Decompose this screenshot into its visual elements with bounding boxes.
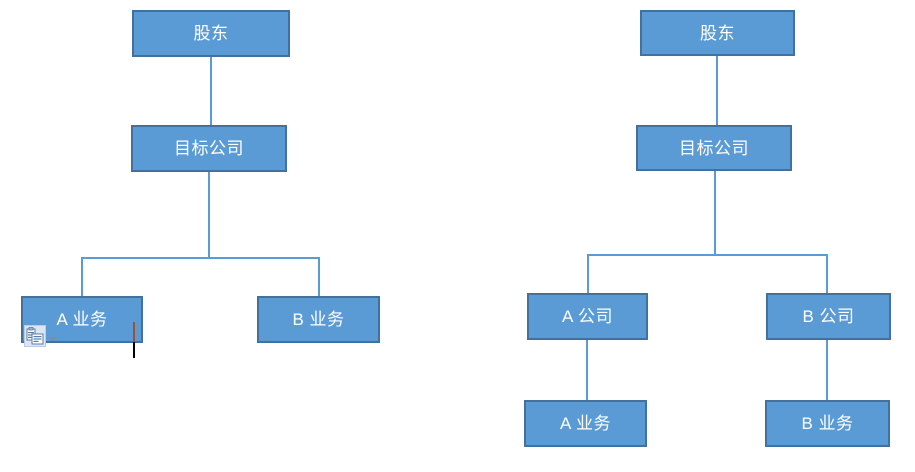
- connector-shareholder-to-target: [210, 57, 212, 125]
- connector-bus-horizontal: [81, 257, 320, 259]
- paste-options-button[interactable]: [24, 325, 57, 347]
- connector-bus-horizontal-right: [587, 254, 828, 256]
- text-caret-upper: [133, 322, 135, 342]
- node-company-b[interactable]: B 公司: [766, 293, 891, 340]
- node-company-a[interactable]: A 公司: [527, 293, 648, 340]
- node-target-company-left[interactable]: 目标公司: [131, 125, 287, 172]
- connector-company-b-to-business-b: [826, 340, 828, 400]
- clipboard-icon: [26, 327, 44, 345]
- connector-bus-to-company-a: [587, 254, 589, 293]
- node-business-b-right[interactable]: B 业务: [765, 400, 890, 447]
- node-business-b-left[interactable]: B 业务: [257, 296, 380, 343]
- node-shareholder-right[interactable]: 股东: [640, 10, 795, 56]
- node-business-a-right[interactable]: A 业务: [524, 400, 647, 447]
- text-caret: [133, 322, 135, 358]
- connector-bus-to-company-b: [826, 254, 828, 293]
- connector-bus-to-biz-b: [318, 257, 320, 296]
- node-shareholder-left[interactable]: 股东: [132, 10, 290, 57]
- connector-target-to-bus-right: [714, 171, 716, 256]
- connector-bus-to-biz-a: [81, 257, 83, 296]
- connector-shareholder-to-target-right: [716, 56, 718, 125]
- chevron-down-icon[interactable]: [49, 337, 57, 341]
- connector-company-a-to-business-a: [586, 340, 588, 400]
- node-target-company-right[interactable]: 目标公司: [636, 125, 792, 171]
- text-caret-lower: [133, 342, 135, 358]
- connector-target-to-bus: [208, 172, 210, 259]
